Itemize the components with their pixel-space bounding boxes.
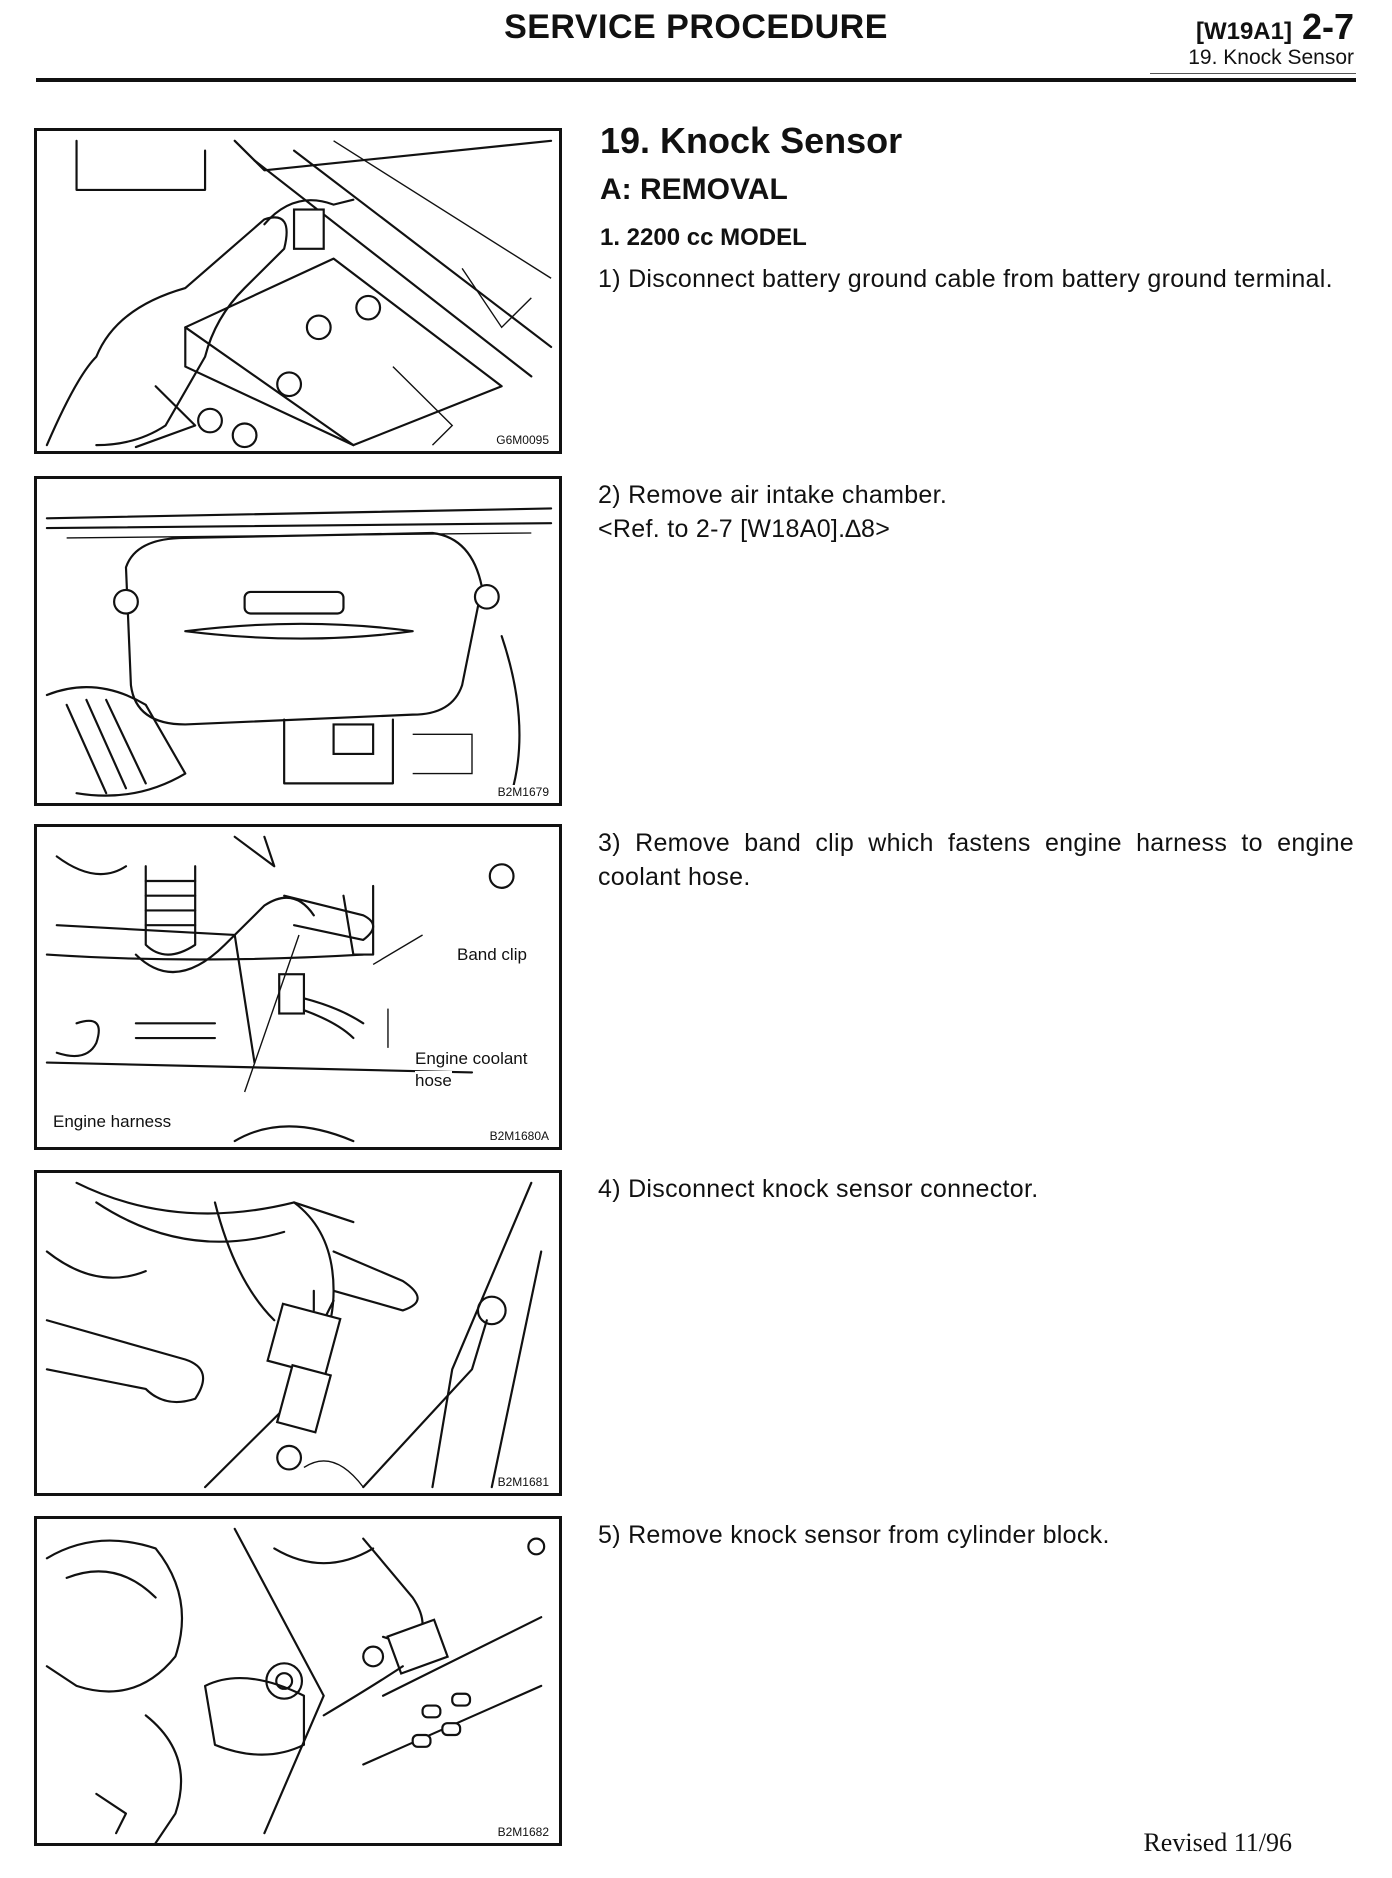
section-code: [W19A1]: [1195, 18, 1292, 45]
band-clip-label: Band clip: [457, 945, 527, 965]
figure-code: B2M1679: [495, 785, 551, 799]
step-4: 4) Disconnect knock sensor connector.: [598, 1175, 1039, 1203]
section-title: 19. Knock Sensor: [600, 120, 903, 161]
engine-coolant-label: Engine coolant: [415, 1049, 528, 1069]
figure-band-clip: Band clip Engine coolant hose Engine har…: [34, 824, 562, 1150]
figure-air-intake: B2M1679: [34, 476, 562, 806]
step-1: 1) Disconnect battery ground cable from …: [598, 265, 1333, 293]
figure-knock-sensor: B2M1682: [34, 1516, 562, 1846]
knock-sensor-illustration: [45, 1527, 546, 1843]
figure-code: G6M0095: [494, 433, 551, 447]
subsection-title: A: REMOVAL: [600, 173, 788, 206]
step-3: 3) Remove band clip which fastens engine…: [598, 829, 1354, 891]
figure-knock-connector: B2M1681: [34, 1170, 562, 1496]
figure-battery: G6M0095: [34, 128, 562, 454]
hose-label: hose: [415, 1071, 452, 1091]
header-code: [W19A1] 2-7: [1196, 6, 1354, 48]
battery-illustration: [45, 139, 553, 449]
engine-harness-label: Engine harness: [53, 1112, 172, 1132]
step-2: 2) Remove air intake chamber.: [598, 481, 948, 509]
header-section: 19. Knock Sensor: [1188, 46, 1354, 69]
header-rule: [36, 78, 1356, 82]
figure-code: B2M1680A: [487, 1129, 551, 1143]
step-5: 5) Remove knock sensor from cylinder blo…: [598, 1521, 1110, 1549]
header-title: SERVICE PROCEDURE: [504, 8, 888, 46]
air-intake-illustration: [45, 507, 553, 797]
figure-code: B2M1681: [495, 1475, 551, 1489]
model-title: 1. 2200 cc MODEL: [600, 224, 807, 251]
header-rule-thin: [1150, 73, 1356, 74]
revision-footer: Revised 11/96: [1143, 1828, 1292, 1857]
figure-code: B2M1682: [495, 1825, 551, 1839]
page-number: 2-7: [1301, 6, 1354, 47]
knock-connector-illustration: [45, 1181, 543, 1489]
band-clip-illustration: [45, 835, 515, 1143]
step-2-ref: <Ref. to 2-7 [W18A0].∆8>: [598, 515, 891, 543]
